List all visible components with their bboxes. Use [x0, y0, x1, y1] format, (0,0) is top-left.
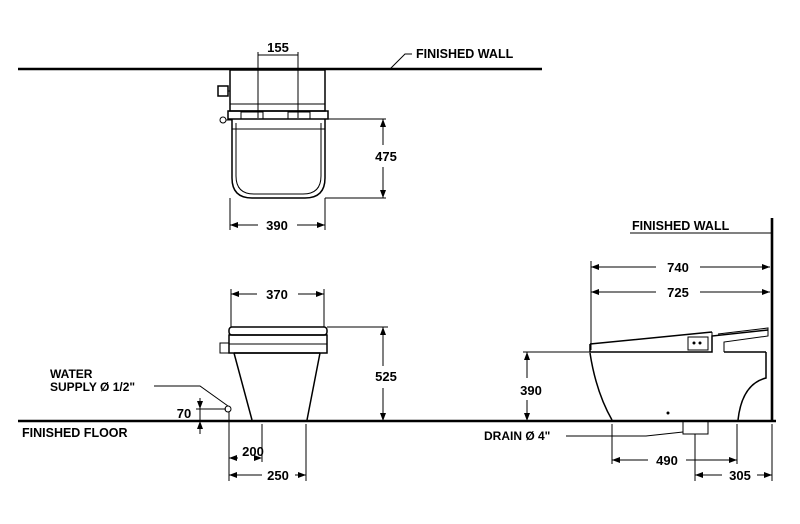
water-supply-label-2: SUPPLY Ø 1/2": [50, 380, 135, 394]
side-drain-pipe: [682, 420, 709, 435]
dim-supply-offset-b: 250: [267, 468, 289, 483]
dim-side-seat: 725: [667, 285, 689, 300]
plan-tank: [229, 69, 326, 112]
dim-top-depth: 475: [375, 149, 397, 164]
dim-side-total: 740: [667, 260, 689, 275]
side-bowl-body: [589, 351, 767, 421]
plan-hinge-bar: [227, 110, 329, 120]
front-bowl-body: [233, 352, 321, 421]
dim-top-tank-width: 155: [267, 40, 289, 55]
plan-view: FINISHED WALL 155 475: [18, 40, 542, 233]
finished-wall-side-label: FINISHED WALL: [632, 219, 730, 233]
dim-supply-height: 70: [177, 406, 191, 421]
drain-label: DRAIN Ø 4": [484, 429, 550, 443]
side-seat: [589, 329, 769, 353]
front-lid: [228, 326, 328, 336]
front-view: FINISHED FLOOR 370 525 WATER SUPPLY Ø 1/…: [18, 287, 776, 483]
side-view: FINISHED WALL 740 725 DRAIN Ø 4": [484, 218, 774, 483]
dim-side-seat-height: 390: [520, 383, 542, 398]
dim-drain-offset: 490: [656, 453, 678, 468]
dim-drain-wall: 305: [729, 468, 751, 483]
finished-floor-label: FINISHED FLOOR: [22, 426, 128, 440]
dim-front-height: 525: [375, 369, 397, 384]
finished-wall-top-label: FINISHED WALL: [416, 47, 514, 61]
dim-supply-offset-a: 200: [242, 444, 264, 459]
dim-top-width: 390: [266, 218, 288, 233]
finished-wall-top-leader: [389, 53, 412, 70]
plan-bowl: [231, 119, 326, 199]
water-supply-label-1: WATER: [50, 367, 93, 381]
dim-front-width: 370: [266, 287, 288, 302]
plan-side-knob: [217, 85, 229, 97]
